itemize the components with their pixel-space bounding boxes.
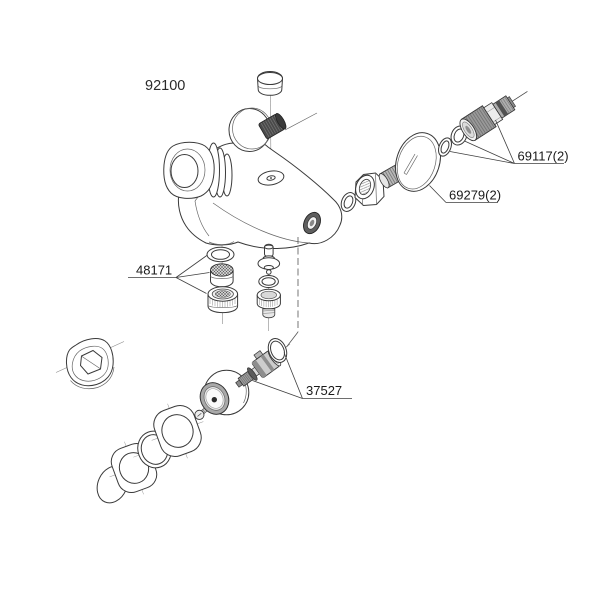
leader-lines-69117 <box>449 119 564 164</box>
outlet-port <box>303 211 321 235</box>
top-screw-hole <box>257 170 285 186</box>
leader-lines-37527 <box>252 352 352 399</box>
union-washer <box>340 192 357 212</box>
escutcheon-disc <box>395 132 441 192</box>
wall-flange <box>66 338 115 390</box>
eccentric-union <box>459 91 528 142</box>
diverter-bushing <box>256 288 281 319</box>
cap <box>256 70 284 96</box>
aerator-washer <box>206 246 235 263</box>
diverter-pin <box>257 243 281 275</box>
label-cartridge-part: 37527 <box>306 383 342 398</box>
label-model-number: 92100 <box>145 78 185 94</box>
washer-small <box>438 137 452 157</box>
aerator-housing <box>207 286 239 314</box>
temperature-dial <box>228 107 318 152</box>
dial-knurled-screw <box>258 112 287 139</box>
label-aerator-part: 48171 <box>136 263 172 278</box>
union-nut <box>354 172 385 207</box>
port-axis-dashed <box>286 237 299 348</box>
gasket-plate-2 <box>151 403 204 459</box>
leader-lines-48171 <box>128 254 210 294</box>
leader-lines-69279 <box>429 185 498 203</box>
cartridge-oring <box>267 338 288 363</box>
diverter-oring <box>258 275 279 288</box>
label-union-part: 69117(2) <box>518 149 569 164</box>
handle-knob <box>163 141 233 199</box>
label-escutcheon-part: 69279(2) <box>449 188 501 203</box>
aerator-insert <box>210 263 234 288</box>
